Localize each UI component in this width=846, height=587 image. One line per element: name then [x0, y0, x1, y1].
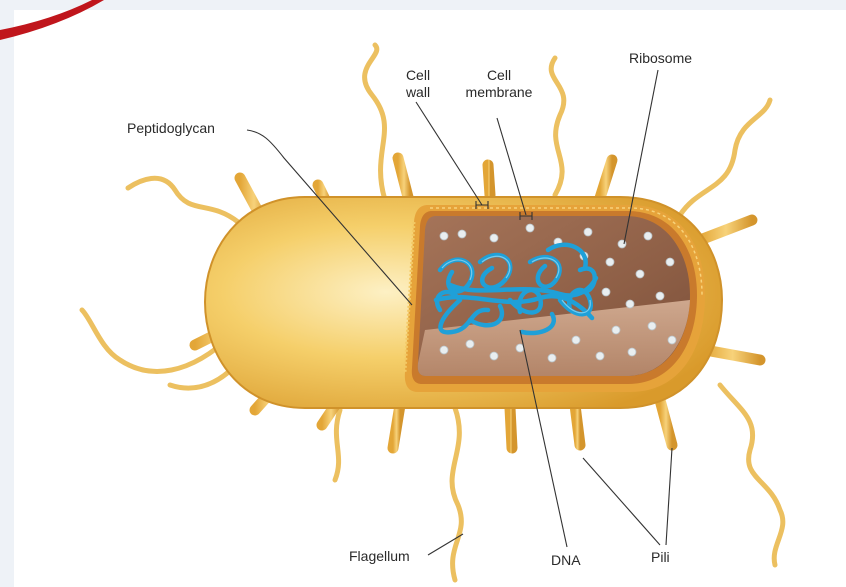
- label-cell-membrane-line1: Cell: [455, 67, 543, 84]
- corner-accent-arc: [0, 0, 104, 40]
- flagellum-top-left: [365, 45, 385, 200]
- ribosome: [644, 232, 652, 240]
- pilus: [575, 405, 580, 445]
- flagellum-right-lower: [720, 385, 783, 565]
- label-pili: Pili: [651, 549, 670, 566]
- pilus: [510, 408, 512, 448]
- label-cell-membrane: Cell membrane: [455, 67, 543, 101]
- ribosome: [648, 322, 656, 330]
- ribosome: [666, 258, 674, 266]
- ribosome: [440, 232, 448, 240]
- ribosome: [490, 352, 498, 360]
- ribosome: [440, 346, 448, 354]
- flagellum-top-mid: [551, 58, 564, 195]
- label-cell-wall-line2: wall: [398, 84, 438, 101]
- ribosome: [526, 224, 534, 232]
- label-peptidoglycan: Peptidoglycan: [127, 120, 215, 137]
- ribosome: [596, 352, 604, 360]
- ribosome: [458, 230, 466, 238]
- label-cell-wall-line1: Cell: [398, 67, 438, 84]
- pili-leader-right: [666, 448, 672, 545]
- flagellum-top-right: [680, 100, 770, 215]
- ribosome: [490, 234, 498, 242]
- ribosome: [606, 258, 614, 266]
- label-ribosome: Ribosome: [629, 50, 692, 67]
- ribosome: [668, 336, 676, 344]
- pilus: [705, 350, 760, 360]
- label-flagellum: Flagellum: [349, 548, 410, 565]
- ribosome: [612, 326, 620, 334]
- ribosome: [628, 348, 636, 356]
- pilus: [393, 405, 400, 448]
- ribosome: [572, 336, 580, 344]
- ribosome: [626, 300, 634, 308]
- ribosome: [656, 292, 664, 300]
- label-cell-wall: Cell wall: [398, 67, 438, 101]
- ribosome: [548, 354, 556, 362]
- ribosome: [602, 288, 610, 296]
- flagellum-bottom-main: [452, 408, 461, 580]
- ribosome: [466, 340, 474, 348]
- pilus: [488, 165, 490, 195]
- pilus: [600, 160, 612, 198]
- pili-leader-left: [583, 458, 660, 545]
- flagellum-bottom-left: [335, 410, 340, 480]
- label-dna: DNA: [551, 552, 581, 569]
- pilus: [700, 220, 752, 240]
- cell-wall-leader: [416, 102, 482, 205]
- label-cell-membrane-line2: membrane: [455, 84, 543, 101]
- flagellum-left-upper: [128, 178, 238, 222]
- pilus: [660, 400, 672, 445]
- ribosome: [584, 228, 592, 236]
- ribosome: [636, 270, 644, 278]
